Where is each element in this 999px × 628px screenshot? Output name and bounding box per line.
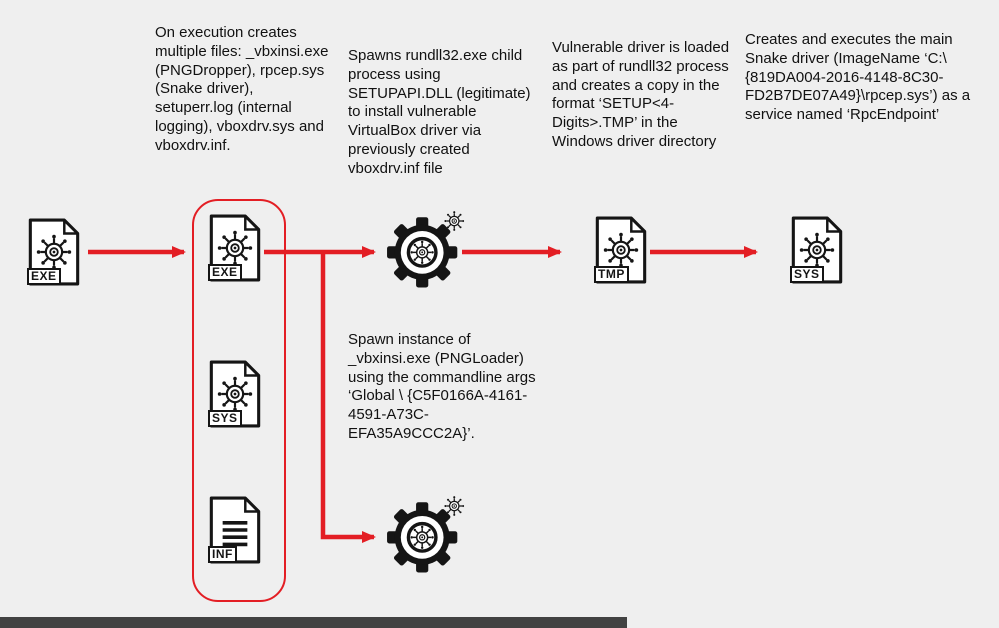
file-type-label: EXE — [27, 268, 61, 285]
file-node-sys-dropped: SYS — [208, 359, 262, 431]
inf-file-icon — [209, 496, 261, 564]
malware-bug-icon — [35, 233, 73, 271]
file-node-sys-final: SYS — [790, 215, 844, 287]
footer-bar — [0, 617, 627, 628]
process-gear-icon — [384, 210, 465, 289]
file-type-label: TMP — [594, 266, 629, 283]
malware-bug-icon — [443, 210, 465, 232]
annotation-spawn-pngloader: Spawn instance of _vbxinsi.exe (PNGLoade… — [348, 331, 536, 442]
annotation-spawn-rundll32: Spawns rundll32.exe child process using … — [348, 47, 531, 177]
process-node-rundll32 — [384, 205, 468, 289]
file-type-label: SYS — [790, 266, 824, 283]
file-type-label: SYS — [208, 410, 242, 427]
malware-bug-icon — [602, 231, 640, 269]
malware-bug-icon — [443, 495, 465, 517]
process-gear-icon — [384, 495, 465, 574]
file-node-exe-initial: EXE — [27, 217, 81, 289]
annotation-driver-loaded: Vulnerable driver is loaded as part of r… — [552, 39, 730, 150]
file-node-tmp: TMP — [594, 215, 648, 287]
text-lines-icon — [222, 520, 248, 547]
file-type-label: INF — [208, 546, 237, 563]
process-node-pngloader — [384, 490, 468, 574]
annotation-snake-driver: Creates and executes the main Snake driv… — [745, 31, 971, 123]
malware-bug-icon — [216, 375, 254, 413]
annotation-create-files: On execution creates multiple files: _vb… — [155, 24, 329, 154]
file-node-inf-dropped: INF — [208, 495, 262, 567]
malware-bug-icon — [798, 231, 836, 269]
file-type-label: EXE — [208, 264, 242, 281]
malware-bug-icon — [216, 229, 254, 267]
dropped-files-group — [192, 199, 286, 602]
file-node-exe-dropped: EXE — [208, 213, 262, 285]
